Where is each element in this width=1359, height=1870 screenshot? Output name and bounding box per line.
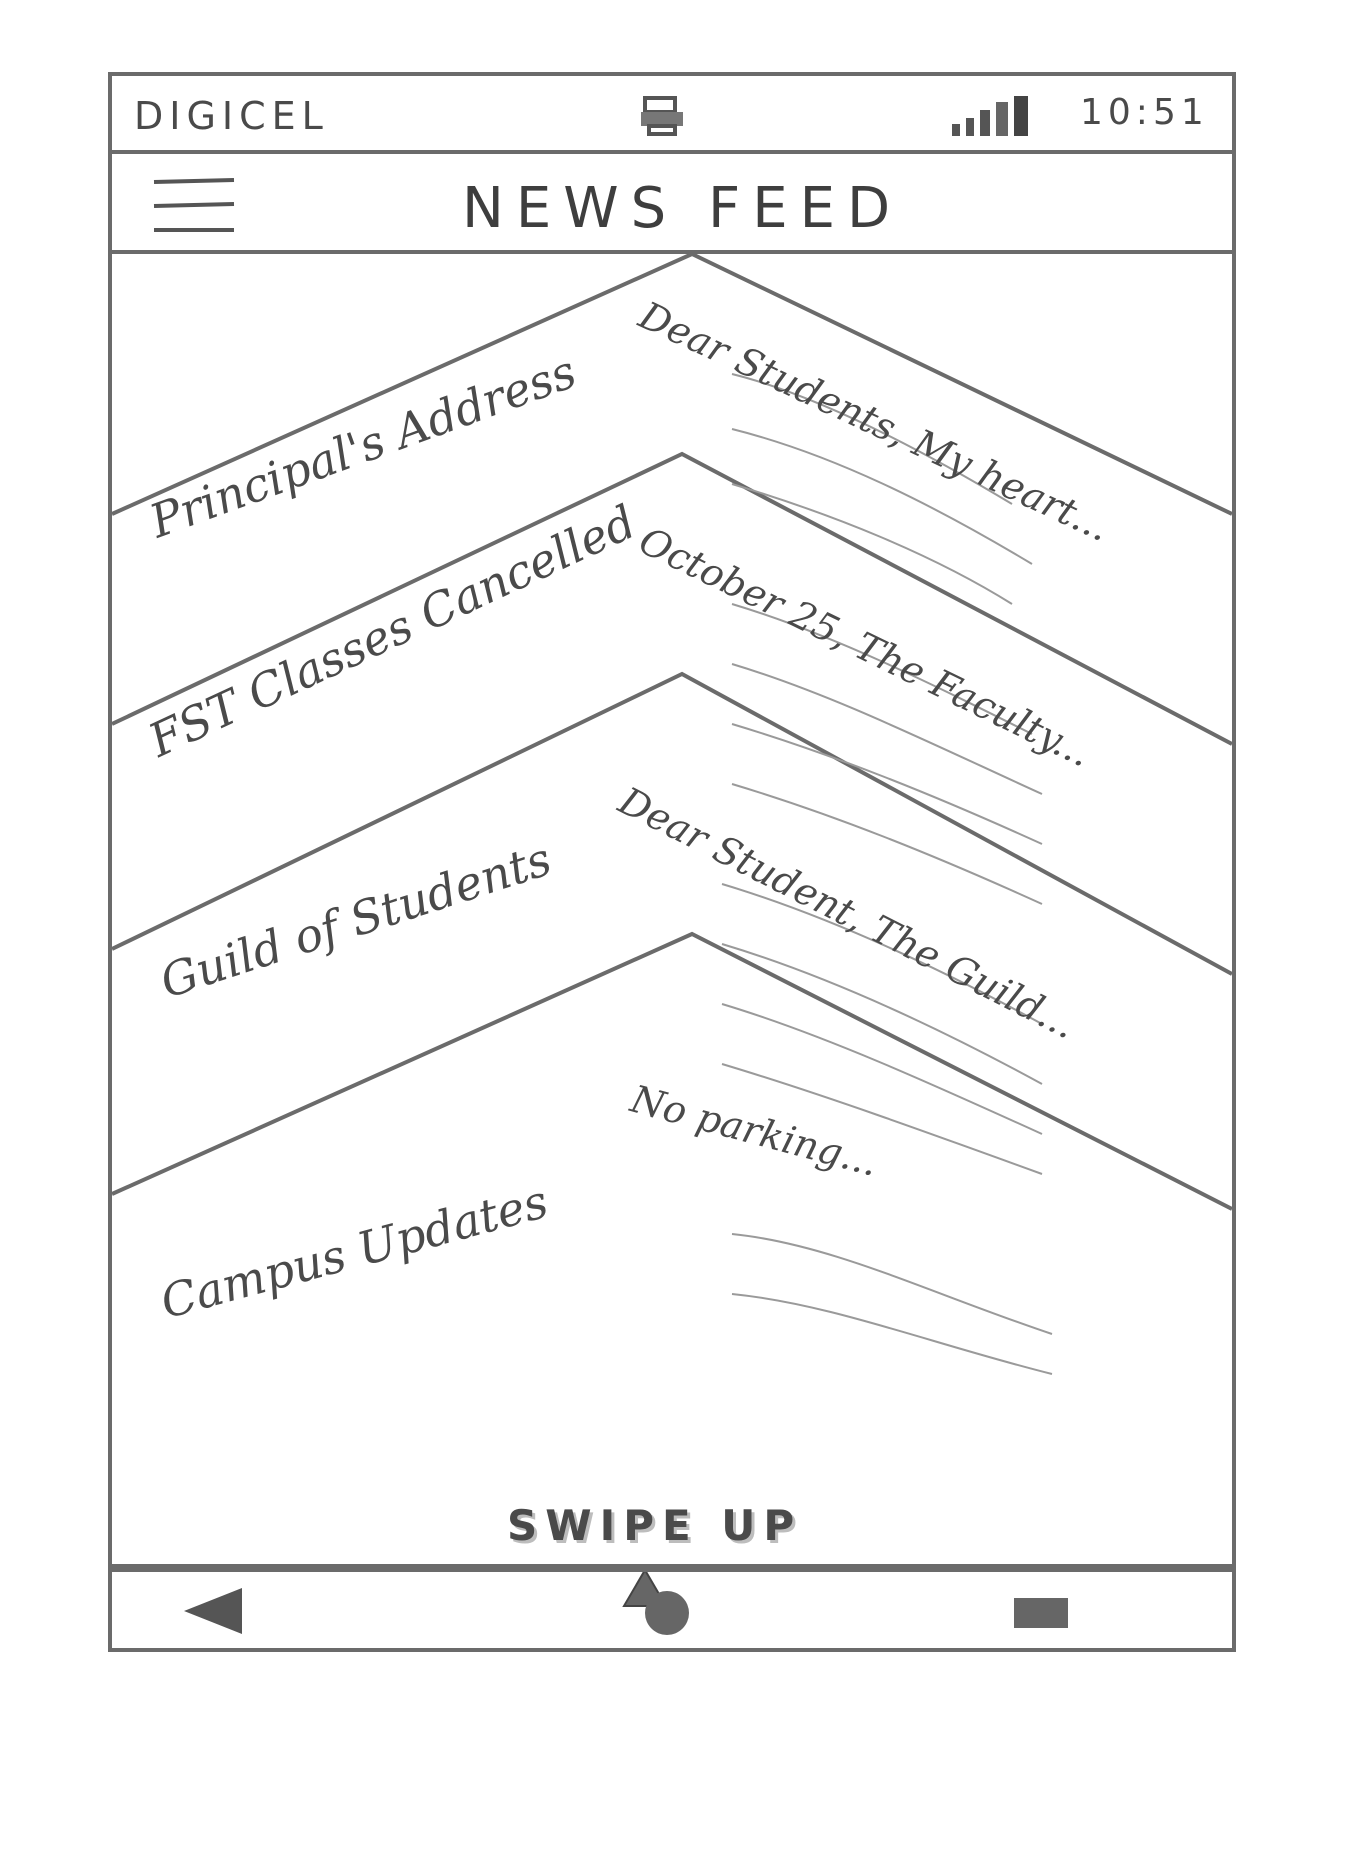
back-triangle-icon[interactable]: [182, 1586, 244, 1636]
navigation-bar: [112, 1564, 1232, 1650]
hamburger-menu-icon[interactable]: [150, 174, 238, 238]
page-title: NEWS FEED: [462, 176, 903, 241]
signal-bars-icon: [952, 96, 1028, 136]
swipe-up-label: SWIPE UP: [507, 1501, 803, 1550]
recents-square-icon[interactable]: [1012, 1596, 1070, 1630]
clock-time: 10:51: [1080, 92, 1209, 133]
notification-icon: [641, 96, 683, 136]
header-bar: NEWS FEED: [112, 154, 1232, 254]
home-circle-icon[interactable]: [642, 1588, 692, 1638]
feed-dividers: [112, 254, 1232, 1375]
phone-frame: DIGICEL 10:51 NEWS FEED: [108, 72, 1236, 1652]
carrier-name: DIGICEL: [134, 94, 329, 138]
status-bar: DIGICEL 10:51: [112, 76, 1232, 154]
